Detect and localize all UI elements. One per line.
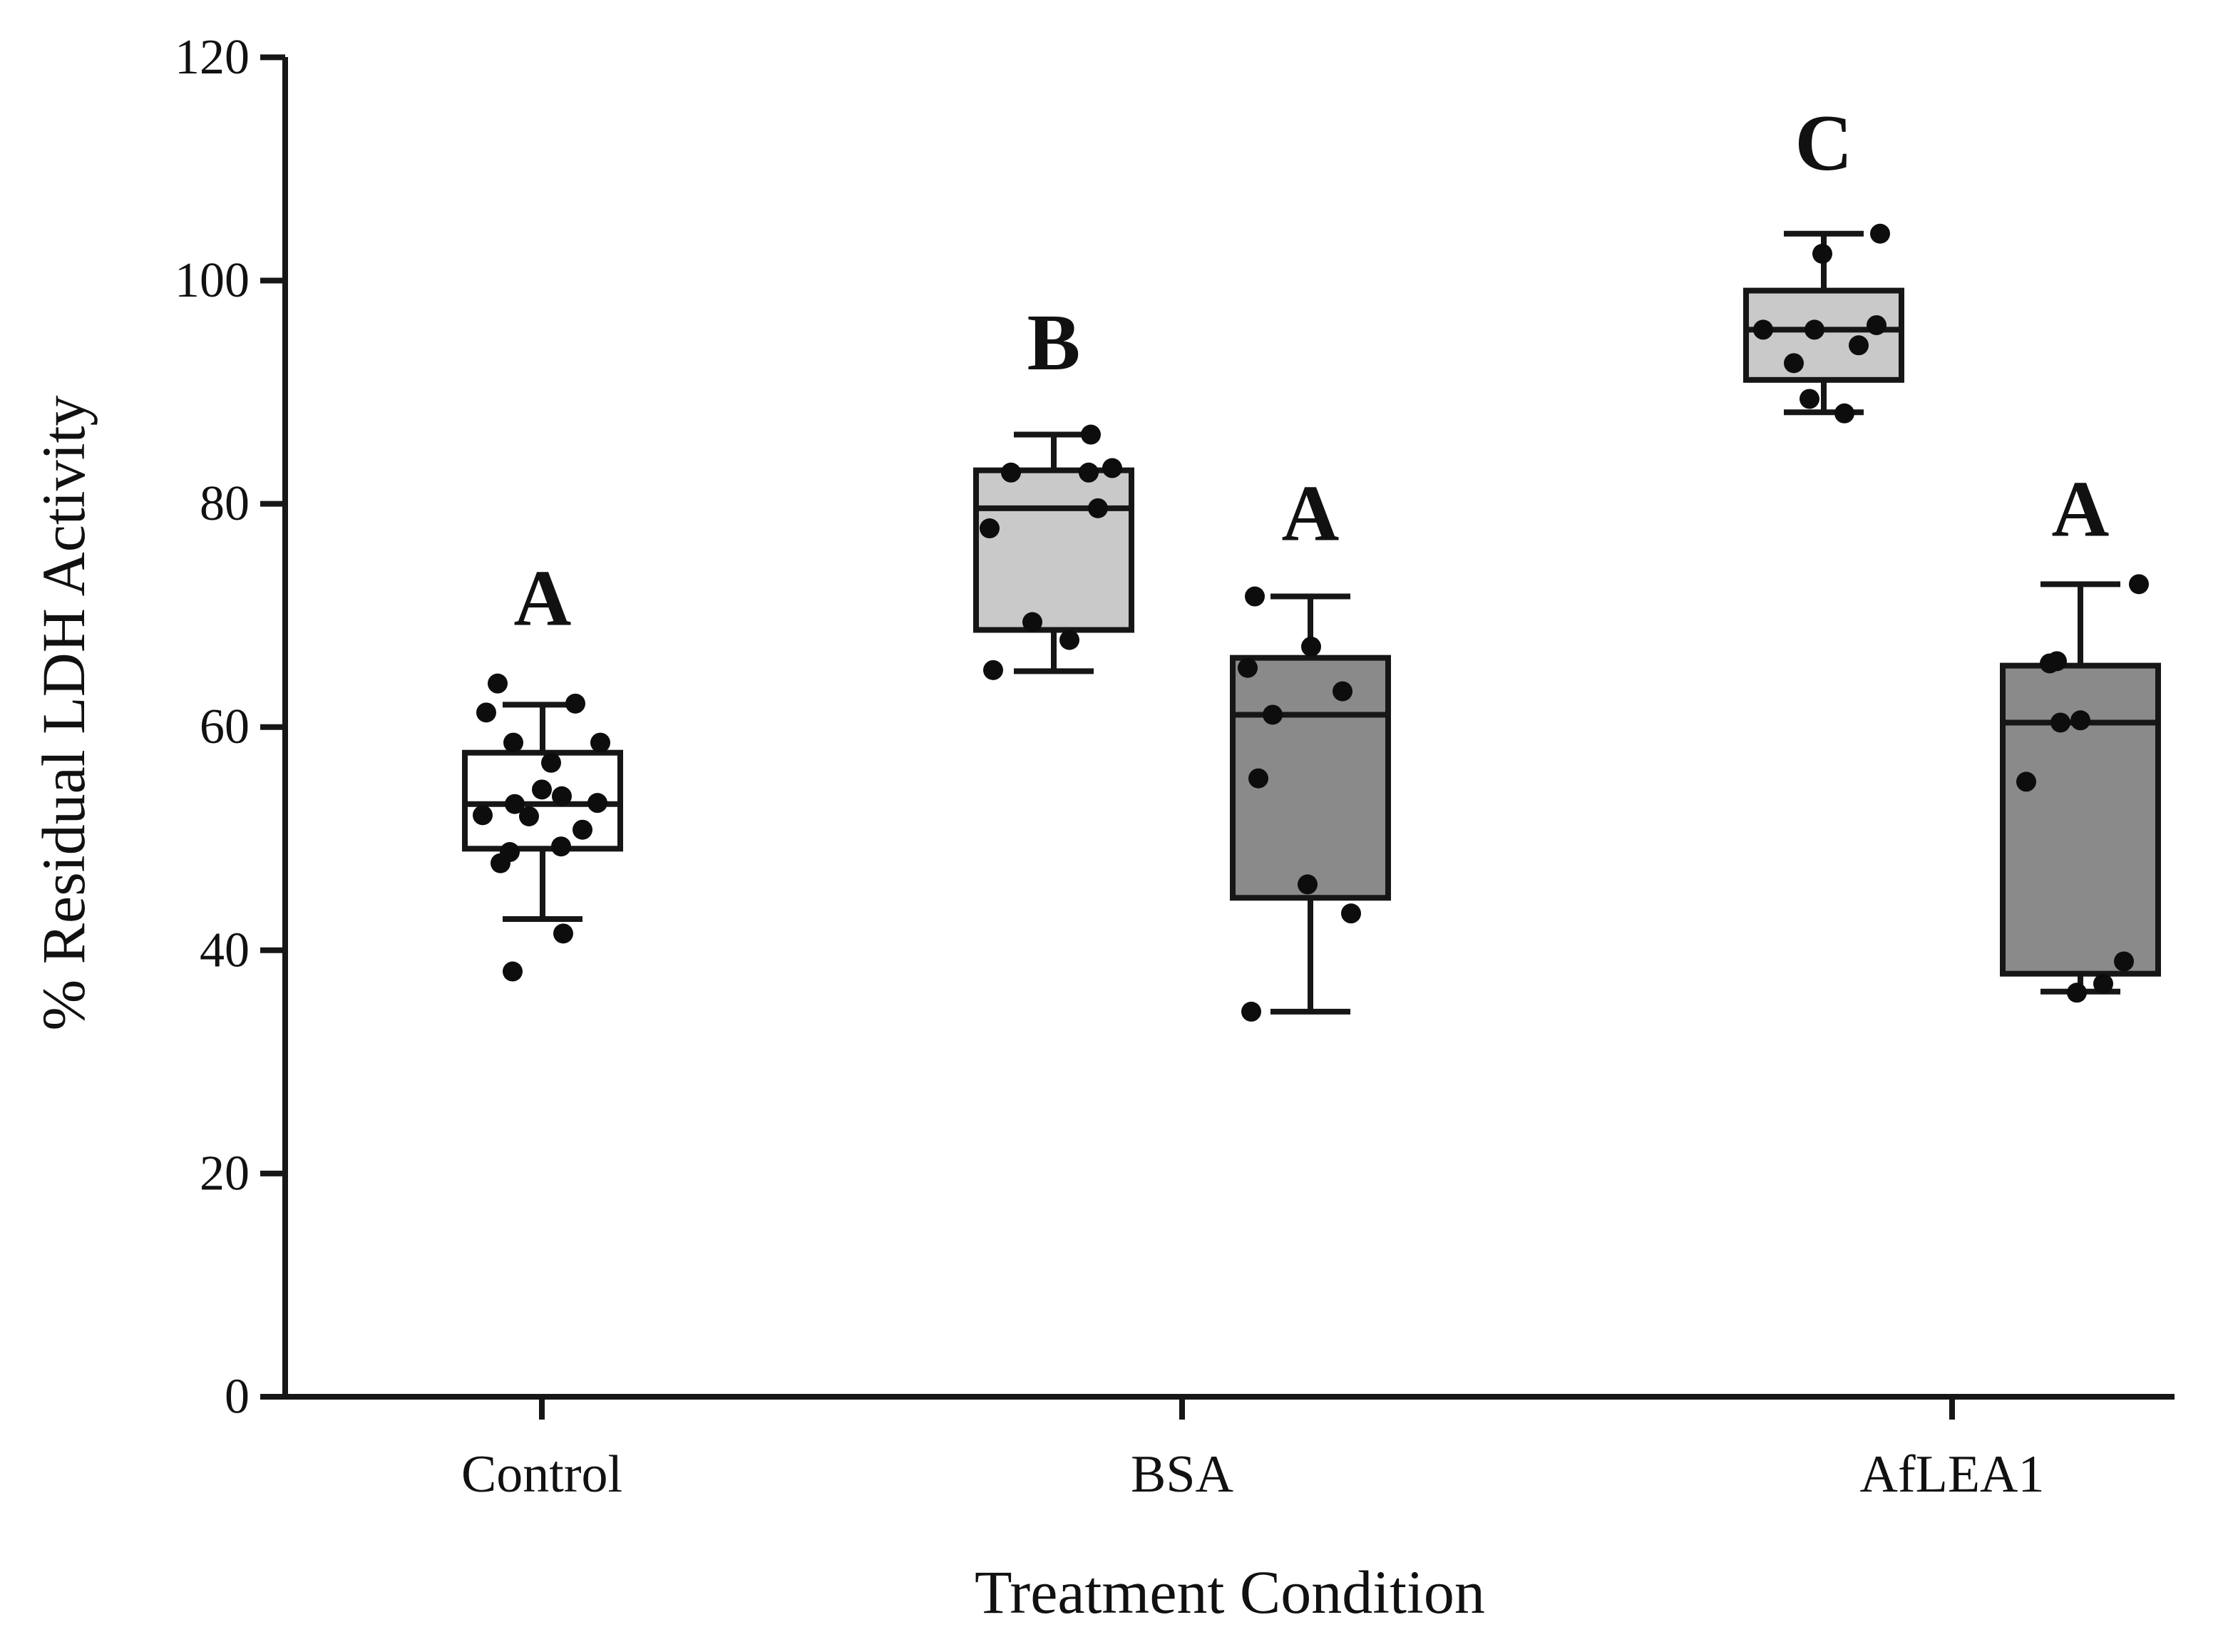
- scatter-point-aflea1-light: [1812, 243, 1832, 264]
- significance-letter-aflea1-dark: A: [2052, 465, 2110, 553]
- scatter-point-bsa-light: [1001, 462, 1021, 483]
- scatter-point-bsa-light: [1059, 630, 1079, 650]
- scatter-point-bsa-dark: [1245, 586, 1265, 607]
- scatter-point-bsa-light: [1102, 458, 1122, 478]
- scatter-point-aflea1-light: [1784, 353, 1804, 374]
- scatter-point-control: [565, 693, 585, 714]
- scatter-point-aflea1-light: [1849, 335, 1869, 356]
- scatter-point-control: [488, 673, 508, 694]
- box-bsa-dark: [1230, 655, 1391, 901]
- scatter-point-control: [503, 961, 523, 982]
- significance-letter-bsa-dark: A: [1282, 470, 1340, 558]
- y-tick-label: 40: [200, 923, 250, 978]
- scatter-point-bsa-dark: [1341, 903, 1361, 924]
- y-tick-label: 100: [175, 253, 250, 308]
- scatter-point-bsa-dark: [1301, 636, 1321, 657]
- scatter-point-bsa-dark: [1263, 704, 1283, 725]
- y-axis-title: % Residual LDH Activity: [29, 396, 98, 1031]
- y-tick-label: 120: [175, 30, 250, 85]
- scatter-point-aflea1-dark: [2070, 710, 2090, 731]
- scatter-point-bsa-dark: [1298, 874, 1318, 895]
- scatter-point-control: [473, 805, 493, 826]
- scatter-point-aflea1-dark: [2093, 973, 2113, 994]
- significance-letter-bsa-light: B: [1027, 299, 1081, 387]
- scatter-point-aflea1-light: [1870, 223, 1890, 244]
- scatter-point-control: [505, 794, 525, 814]
- y-tick-label: 60: [200, 699, 250, 754]
- scatter-point-control: [541, 752, 561, 773]
- x-category-label: Control: [461, 1445, 622, 1504]
- scatter-point-control: [573, 819, 592, 840]
- scatter-point-aflea1-dark: [2067, 983, 2087, 1003]
- scatter-point-aflea1-dark: [2040, 653, 2060, 674]
- scatter-point-control: [553, 923, 573, 944]
- scatter-point-control: [590, 732, 610, 753]
- y-tick-label: 20: [200, 1146, 250, 1201]
- scatter-point-bsa-dark: [1248, 768, 1268, 789]
- significance-letter-control: A: [514, 555, 572, 643]
- scatter-point-control: [551, 836, 571, 857]
- scatter-point-control: [491, 853, 510, 873]
- scatter-point-bsa-light: [980, 518, 1000, 539]
- scatter-point-aflea1-dark: [2114, 951, 2134, 972]
- scatter-point-control: [476, 702, 496, 723]
- scatter-point-bsa-dark: [1238, 657, 1258, 678]
- scatter-point-aflea1-dark: [2050, 712, 2070, 733]
- scatter-point-control: [503, 732, 523, 753]
- scatter-point-aflea1-light: [1867, 315, 1886, 336]
- scatter-point-bsa-light: [1079, 462, 1099, 483]
- scatter-point-aflea1-light: [1800, 389, 1819, 409]
- y-tick-label: 0: [225, 1370, 250, 1425]
- scatter-point-bsa-light: [1081, 424, 1101, 445]
- significance-letter-aflea1-light: C: [1795, 99, 1853, 188]
- scatter-point-aflea1-dark: [2129, 574, 2149, 595]
- scatter-point-bsa-dark: [1333, 681, 1352, 702]
- y-tick-label: 80: [200, 476, 250, 531]
- box-aflea1-light: [1743, 287, 1904, 383]
- scatter-point-aflea1-light: [1805, 319, 1824, 340]
- scatter-point-control: [552, 786, 572, 806]
- scatter-point-control: [532, 779, 552, 800]
- x-category-label: BSA: [1131, 1445, 1233, 1504]
- scatter-point-control: [519, 806, 539, 826]
- scatter-point-aflea1-light: [1834, 403, 1854, 424]
- x-axis-title: Treatment Condition: [975, 1558, 1485, 1626]
- scatter-point-aflea1-light: [1753, 319, 1773, 340]
- scatter-point-bsa-light: [1022, 612, 1042, 632]
- scatter-point-bsa-light: [983, 660, 1003, 680]
- scatter-point-control: [587, 793, 607, 814]
- x-category-label: AfLEA1: [1860, 1445, 2045, 1504]
- scatter-point-aflea1-dark: [2016, 771, 2036, 792]
- box-bsa-light: [973, 467, 1134, 633]
- scatter-point-bsa-light: [1088, 498, 1108, 518]
- scatter-point-bsa-dark: [1241, 1001, 1261, 1022]
